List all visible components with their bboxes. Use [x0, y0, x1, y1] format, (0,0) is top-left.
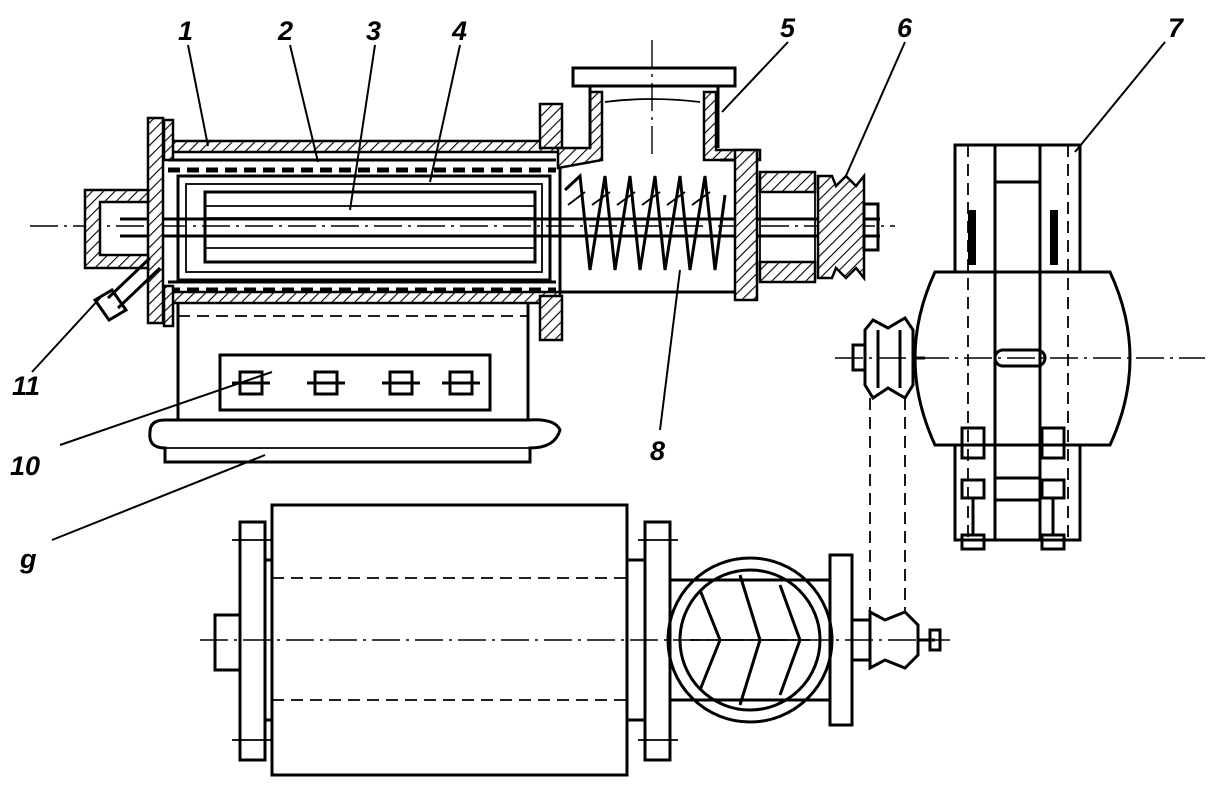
rotor — [203, 190, 537, 264]
window-panel — [218, 353, 492, 412]
label-2: 2 — [277, 16, 293, 46]
label-6: 6 — [897, 13, 913, 43]
latch — [442, 370, 480, 396]
latch — [307, 370, 345, 396]
label-11: 11 — [12, 371, 40, 401]
label-8: 8 — [650, 436, 665, 466]
feed-screw — [563, 172, 727, 271]
label-9: g — [19, 544, 37, 574]
section-view — [30, 40, 895, 464]
plan-pulley — [868, 609, 942, 671]
plan-feed-inlet — [666, 556, 834, 724]
drain-pipe — [92, 256, 162, 322]
plan-bearing — [828, 553, 870, 727]
inner-drum — [176, 174, 552, 282]
plan-drum — [265, 503, 645, 777]
sieve — [168, 158, 556, 293]
label-1: 1 — [178, 16, 193, 46]
plan-right-flange — [638, 520, 678, 762]
trough — [148, 303, 562, 464]
side-bolts — [960, 210, 1066, 551]
side-view — [835, 143, 1205, 551]
plan-view — [200, 503, 950, 777]
callout-labels: 1 2 3 4 5 6 7 8 g 10 11 — [10, 13, 1185, 574]
right-casing-flange — [538, 102, 564, 342]
feed-hopper — [571, 40, 737, 160]
left-flange — [146, 116, 175, 328]
label-10: 10 — [10, 451, 40, 481]
side-column-frame — [953, 143, 1082, 542]
label-3: 3 — [366, 16, 381, 46]
right-bearing — [733, 148, 817, 302]
latch — [382, 370, 420, 396]
left-bearing — [83, 188, 150, 270]
plan-left-flange — [213, 520, 272, 762]
leader-lines — [31, 41, 1166, 541]
label-7: 7 — [1168, 13, 1185, 43]
label-4: 4 — [451, 16, 467, 46]
label-5: 5 — [780, 13, 796, 43]
drive-belt — [869, 398, 906, 612]
drive-pulley — [816, 172, 880, 282]
shaft — [120, 217, 880, 238]
